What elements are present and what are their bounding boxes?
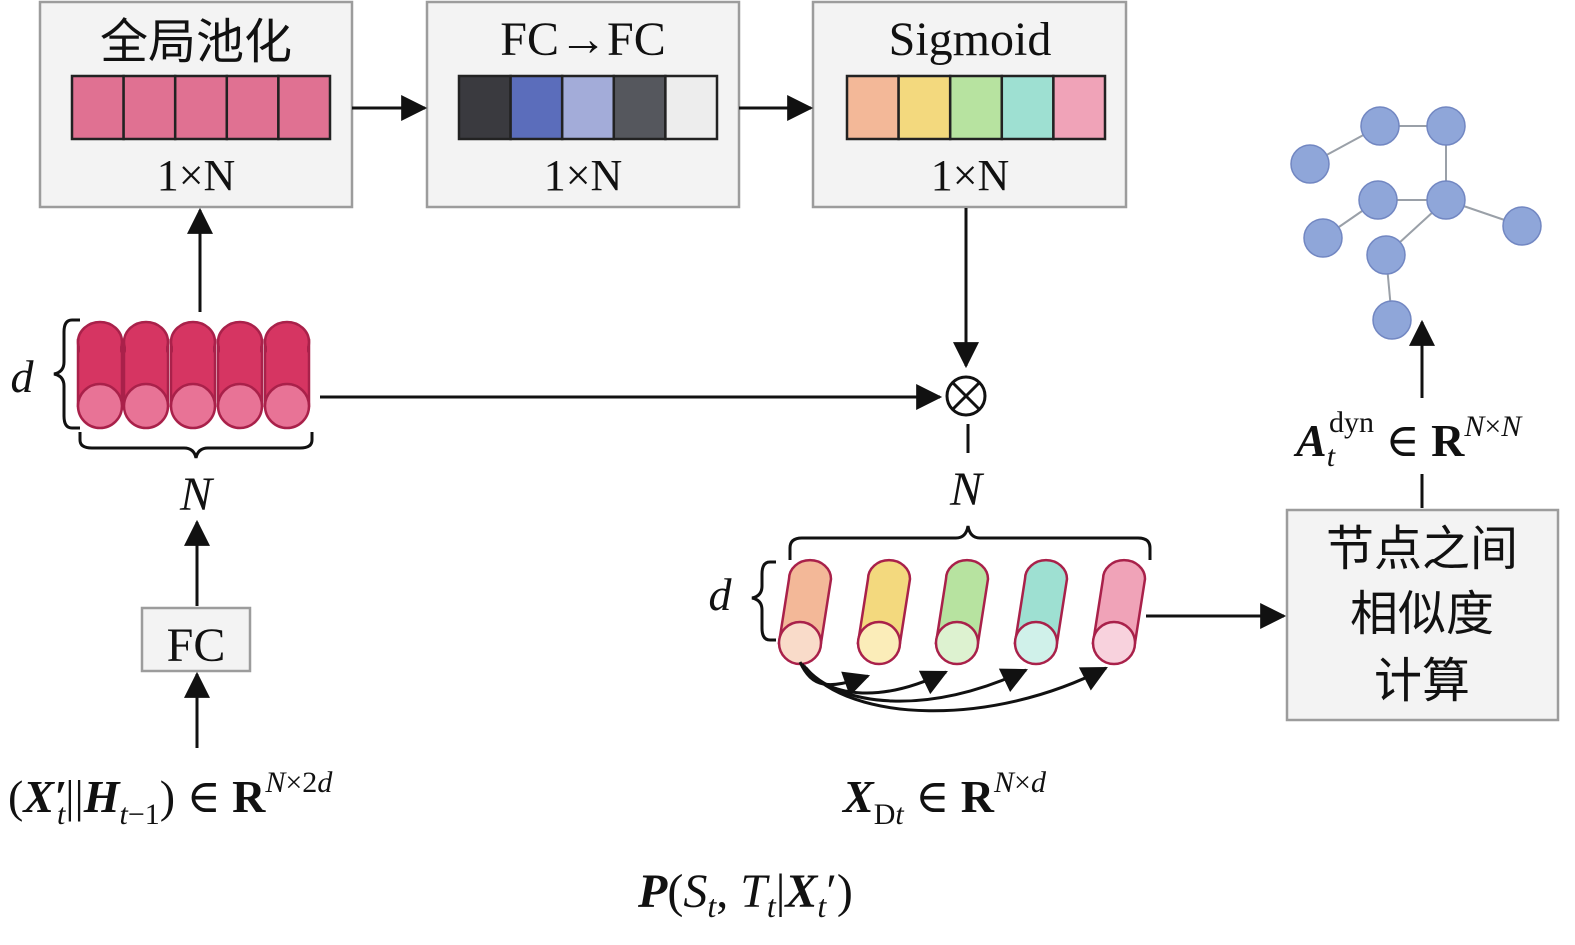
graph-node-6 — [1303, 218, 1343, 258]
graph-node-3 — [1426, 106, 1466, 146]
global-pool-title: 全局池化 — [100, 14, 292, 70]
d-brace-left — [53, 318, 80, 430]
sigmoid-title: Sigmoid — [889, 13, 1052, 66]
graph-node-1 — [1290, 144, 1330, 184]
graph-node-5 — [1426, 180, 1466, 220]
feature-cylinder-1 — [76, 320, 124, 430]
d-label-left: d — [11, 351, 35, 402]
pool-cell-4 — [225, 74, 280, 141]
similarity-box: 节点之间 相似度 计算 — [1285, 508, 1560, 722]
n-label-right: N — [949, 463, 985, 516]
sigmoid-cell-2 — [897, 74, 952, 141]
feature-cylinders — [76, 320, 311, 430]
similarity-line-1: 节点之间 — [1326, 521, 1518, 577]
fc-label: FC — [167, 619, 226, 672]
fc-fc-dims: 1×N — [544, 151, 623, 200]
sigmoid-cell-5 — [1052, 74, 1107, 141]
adj-formula-text: Atdyn ∈ RN×N — [1293, 406, 1523, 473]
fc-fc-title: FC→FC — [500, 13, 665, 66]
graph-node-7 — [1502, 206, 1542, 246]
dynamic-cylinder-4 — [1013, 558, 1069, 666]
fc-cells — [457, 74, 719, 141]
fc-fc-box: FC→FC 1×N — [425, 0, 741, 209]
dynamic-cylinder-5 — [1091, 558, 1147, 666]
similarity-line-2: 相似度 — [1350, 586, 1494, 642]
fc-cell-3 — [560, 74, 616, 141]
message-passing-arrows — [798, 661, 1108, 713]
graph-node-8 — [1366, 235, 1406, 275]
fc-cell-5 — [664, 74, 719, 141]
fc-cell-1 — [457, 74, 512, 141]
sigmoid-cell-3 — [948, 74, 1004, 141]
xdt-formula-text: XDt ∈ RN×d — [841, 766, 1047, 831]
sigmoid-cell-1 — [845, 74, 900, 141]
graph-node-9 — [1372, 300, 1412, 340]
graph-node-4 — [1358, 180, 1398, 220]
similarity-line-3: 计算 — [1374, 653, 1470, 709]
pool-cell-2 — [122, 74, 177, 141]
adj-formula: Atdyn ∈ RN×N — [1293, 406, 1523, 473]
n-brace-right — [788, 525, 1152, 560]
sigmoid-box: Sigmoid 1×N — [811, 0, 1128, 209]
pool-cell-1 — [70, 74, 125, 141]
sigmoid-cells — [845, 74, 1107, 141]
xdt-formula: XDt ∈ RN×d — [841, 766, 1047, 831]
n-brace-left — [78, 432, 314, 459]
pool-cells — [70, 74, 332, 141]
global-pool-box: 全局池化 1×N — [38, 0, 354, 209]
dynamic-cylinder-2 — [856, 558, 912, 666]
multiply-icon — [945, 375, 987, 417]
fc-box: FC — [140, 606, 252, 673]
global-pool-dims: 1×N — [157, 151, 236, 200]
d-label-right: d — [709, 569, 733, 620]
input-formula: (X′t||Ht−1) ∈ RN×2d — [8, 766, 333, 831]
feature-cylinder-5 — [263, 320, 311, 430]
sigmoid-cell-4 — [1000, 74, 1055, 141]
dynamic-cylinders — [777, 558, 1147, 666]
fc-cell-2 — [509, 74, 564, 141]
fc-cell-4 — [612, 74, 667, 141]
prob-formula: P(St, Tt|Xt′) — [637, 865, 853, 924]
prob-formula-text: P(St, Tt|Xt′) — [637, 865, 853, 924]
n-label-left: N — [179, 468, 215, 521]
d-brace-right — [751, 560, 776, 642]
input-formula-text: (X′t||Ht−1) ∈ RN×2d — [8, 766, 333, 831]
feature-cylinder-4 — [216, 320, 264, 430]
feature-cylinder-2 — [122, 320, 170, 430]
dynamic-cylinder-3 — [934, 558, 990, 666]
graph-node-2 — [1360, 106, 1400, 146]
sigmoid-dims: 1×N — [931, 151, 1010, 200]
pool-cell-5 — [277, 74, 332, 141]
feature-cylinder-3 — [169, 320, 217, 430]
graph-icon — [1290, 106, 1542, 340]
pool-cell-3 — [173, 74, 229, 141]
dynamic-cylinder-1 — [777, 558, 833, 666]
